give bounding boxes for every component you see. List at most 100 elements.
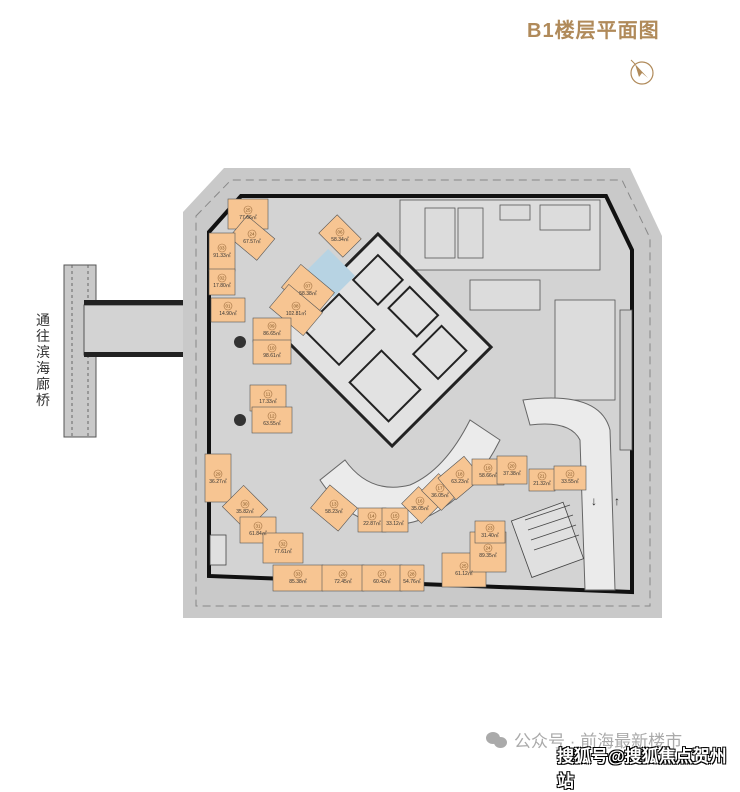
unit-number: 19 bbox=[485, 466, 491, 471]
unit-number-badge bbox=[485, 523, 495, 533]
unit-number-badge bbox=[293, 569, 303, 579]
unit-number-badge bbox=[213, 469, 223, 479]
unit-area: 33.55㎡ bbox=[561, 478, 579, 485]
unit-number: 13 bbox=[331, 502, 337, 507]
unit-number: 20 bbox=[509, 464, 515, 469]
retail-unit-labels: 2577.66㎡2467.57㎡0391.33㎡0217.80㎡0114.90㎡… bbox=[209, 205, 579, 585]
unit-number-badge bbox=[335, 227, 345, 237]
unit-area: 17.33㎡ bbox=[259, 398, 277, 405]
unit-area: 35.82㎡ bbox=[236, 508, 254, 515]
unit-number-badge bbox=[415, 496, 425, 506]
unit-number: 12 bbox=[269, 414, 275, 419]
unit-area: 36.27㎡ bbox=[209, 478, 227, 485]
unit-number-badge bbox=[243, 205, 253, 215]
unit-area: 91.33㎡ bbox=[213, 252, 231, 259]
unit-area: 54.76㎡ bbox=[403, 578, 421, 585]
unit-number: 28 bbox=[409, 572, 415, 577]
unit-area: 102.81㎡ bbox=[286, 310, 306, 317]
unit-number-badge bbox=[367, 511, 377, 521]
unit-number: 27 bbox=[379, 572, 385, 577]
unit-number: 25 bbox=[461, 564, 467, 569]
unit-number: 14 bbox=[369, 514, 375, 519]
unit-number-badge bbox=[507, 461, 517, 471]
unit-area: 89.35㎡ bbox=[479, 552, 497, 559]
unit-area: 63.55㎡ bbox=[263, 420, 281, 427]
water-feature bbox=[306, 248, 356, 298]
unit-area: 61.12㎡ bbox=[455, 570, 473, 577]
unit-area: 85.38㎡ bbox=[289, 578, 307, 585]
watermark-wechat: 公众号 · 前海最新楼市 bbox=[486, 727, 682, 752]
unit-area: 60.43㎡ bbox=[373, 578, 391, 585]
unit-number: 03 bbox=[219, 246, 225, 251]
ramp-up-arrow: ↑ bbox=[614, 494, 620, 508]
unit-area: 77.66㎡ bbox=[239, 214, 257, 221]
page-title: B1楼层平面图 bbox=[527, 20, 660, 42]
unit-number-badge bbox=[459, 561, 469, 571]
unit-number: 25 bbox=[245, 208, 251, 213]
unit-number: 17 bbox=[437, 486, 443, 491]
unit-number-badge bbox=[329, 499, 339, 509]
unit-number: 02 bbox=[219, 276, 225, 281]
unit-number-badge bbox=[407, 569, 417, 579]
unit-number: 10 bbox=[269, 346, 275, 351]
unit-area: 77.61㎡ bbox=[274, 548, 292, 555]
unit-area: 86.65㎡ bbox=[263, 330, 281, 337]
unit-number-badge bbox=[483, 463, 493, 473]
unit-number-badge bbox=[217, 273, 227, 283]
unit-number-badge bbox=[253, 521, 263, 531]
wechat-icon bbox=[486, 731, 508, 748]
unit-number-badge bbox=[338, 569, 348, 579]
unit-number-badge bbox=[223, 301, 233, 311]
unit-number: 16 bbox=[417, 499, 423, 504]
unit-area: 36.05㎡ bbox=[431, 492, 449, 499]
ramp-down-arrow: ↓ bbox=[591, 494, 597, 508]
unit-shape bbox=[272, 564, 324, 592]
unit-area: 61.84㎡ bbox=[249, 530, 267, 537]
unit-number: 23 bbox=[487, 526, 493, 531]
bridge-label: 通往滨海廊桥 bbox=[36, 312, 50, 408]
outer-dashed-line bbox=[195, 179, 651, 607]
unit-number: 09 bbox=[269, 324, 275, 329]
unit-area: 98.61㎡ bbox=[263, 352, 281, 359]
unit-number-badge bbox=[267, 411, 277, 421]
unit-area: 22.87㎡ bbox=[363, 520, 381, 527]
unit-area: 72.45㎡ bbox=[334, 578, 352, 585]
unit-number: 11 bbox=[266, 392, 271, 397]
unit-number-badge bbox=[455, 469, 465, 479]
unit-number-badge bbox=[537, 471, 547, 481]
unit-area: 58.34㎡ bbox=[331, 236, 349, 243]
unit-number-badge bbox=[217, 243, 227, 253]
unit-area: 14.90㎡ bbox=[219, 310, 237, 317]
unit-number-badge bbox=[303, 281, 313, 291]
floor-plan: ↓ ↑ 2577.66㎡2467.57㎡0391.33㎡0217.80㎡0114… bbox=[63, 168, 662, 618]
unit-area: 35.05㎡ bbox=[411, 505, 429, 512]
watermark-line2: 搜狐号@搜狐焦点贺州站 bbox=[557, 747, 727, 791]
unit-area: 37.38㎡ bbox=[503, 470, 521, 477]
unit-area: 58.38㎡ bbox=[299, 290, 317, 297]
unit-number-badge bbox=[267, 343, 277, 353]
unit-number: 30 bbox=[242, 502, 248, 507]
unit-area: 58.66㎡ bbox=[479, 472, 497, 479]
